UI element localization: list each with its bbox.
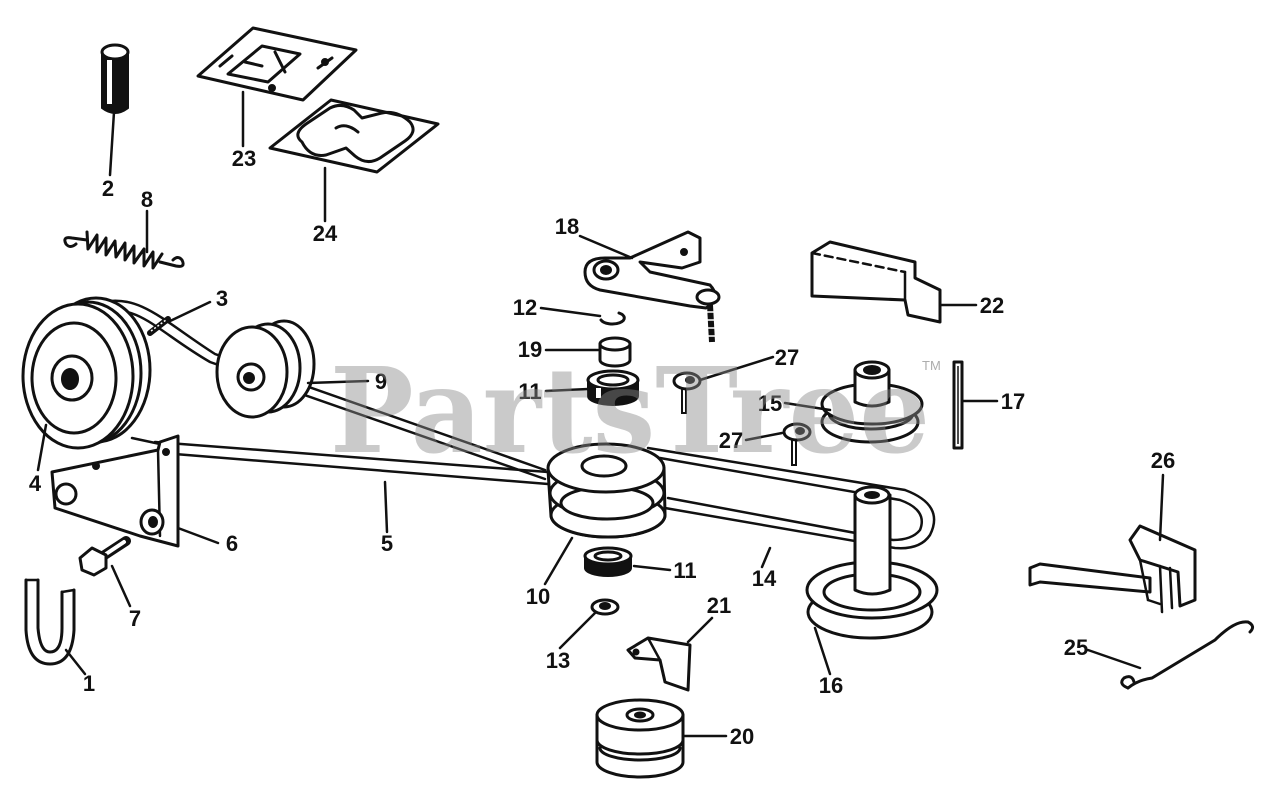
part-14-belt [646, 446, 936, 550]
callout-16: 16 [819, 673, 843, 698]
leader-27a [698, 355, 775, 382]
callout-6: 6 [226, 531, 238, 556]
callout-4: 4 [29, 471, 42, 496]
callout-11a: 11 [518, 379, 541, 404]
part-16 [805, 485, 939, 640]
callout-27b: 27 [719, 428, 743, 453]
part-15 [820, 360, 924, 444]
leader-25 [1086, 648, 1142, 670]
part-11-upper [586, 369, 640, 406]
part-21 [626, 636, 692, 692]
part-10 [546, 442, 667, 539]
callout-18: 18 [555, 214, 579, 239]
part-4 [21, 296, 152, 450]
callout-1: 1 [83, 671, 95, 696]
callout-10: 10 [526, 584, 550, 609]
part-7 [78, 536, 131, 577]
part-19 [598, 336, 632, 368]
leader-2 [108, 110, 116, 177]
part-9 [215, 319, 316, 419]
callout-15: 15 [758, 391, 782, 416]
callout-3: 3 [216, 286, 228, 311]
part-13 [590, 598, 620, 616]
leader-12 [539, 306, 602, 318]
leader-15 [783, 401, 832, 412]
part-18 [583, 230, 721, 343]
leader-18 [578, 234, 634, 260]
leader-7 [110, 564, 132, 608]
part-6 [50, 434, 180, 548]
callout-27a: 27 [775, 345, 799, 370]
callout-8: 8 [141, 187, 153, 212]
callout-22: 22 [980, 293, 1004, 318]
leader-26 [1158, 473, 1165, 542]
callout-17: 17 [1001, 389, 1025, 414]
part-1 [24, 578, 76, 666]
leader-27b [744, 431, 784, 442]
leader-10 [543, 536, 574, 586]
part-20 [595, 698, 685, 779]
leader-11b [632, 564, 672, 572]
part-27-upper [672, 371, 702, 414]
leader-6 [176, 526, 220, 545]
part-3 [147, 316, 171, 336]
leader-1 [64, 648, 87, 676]
part-25 [1120, 620, 1255, 690]
part-8 [63, 230, 185, 270]
part-24 [268, 98, 440, 174]
callout-26: 26 [1151, 448, 1175, 473]
watermark-text: PartsTree [330, 341, 930, 480]
callout-5: 5 [381, 531, 393, 556]
leader-5 [383, 480, 389, 534]
callout-24: 24 [313, 221, 338, 246]
callout-labels: 2 23 24 8 18 12 19 11 27 27 22 17 15 3 9… [29, 146, 1175, 749]
leader-lines [36, 90, 1165, 738]
leader-3 [166, 300, 212, 324]
callout-12: 12 [513, 295, 537, 320]
leader-13 [558, 610, 598, 650]
callout-25: 25 [1064, 635, 1088, 660]
part-2 [100, 43, 130, 114]
part-26 [1028, 524, 1197, 614]
watermark-tm: TM [922, 358, 941, 373]
callout-20: 20 [730, 724, 754, 749]
callout-9: 9 [375, 369, 387, 394]
callout-21: 21 [707, 593, 731, 618]
leader-16 [813, 626, 832, 676]
leader-9 [306, 379, 370, 385]
leader-11a [544, 387, 590, 393]
part-11-lower [583, 546, 633, 577]
callout-13: 13 [546, 648, 570, 673]
callout-11b: 11 [673, 558, 696, 583]
part-23 [196, 26, 358, 102]
callout-7: 7 [129, 606, 141, 631]
part-27-lower [782, 422, 812, 466]
callout-23: 23 [232, 146, 256, 171]
callout-2: 2 [102, 176, 114, 201]
watermark: PartsTree TM [330, 341, 941, 480]
leader-4 [36, 423, 48, 472]
part-17 [952, 360, 964, 450]
callout-14: 14 [752, 566, 777, 591]
leader-14 [760, 546, 772, 569]
leader-21 [686, 616, 714, 644]
part-12 [599, 311, 626, 326]
callout-19: 19 [518, 337, 542, 362]
part-22 [810, 240, 942, 324]
